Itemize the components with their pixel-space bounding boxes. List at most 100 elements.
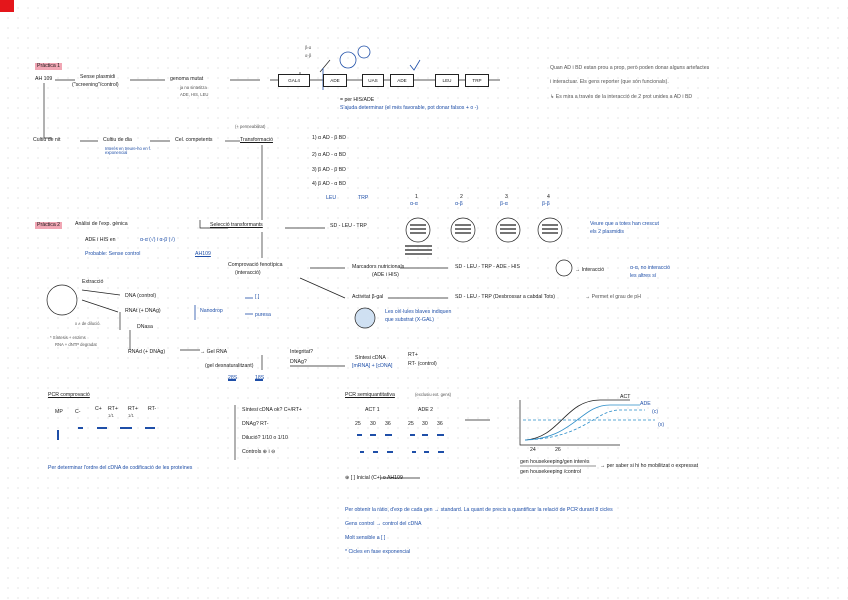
ade2-label: ADE 2	[418, 407, 433, 413]
cycle-30b: 30	[422, 421, 428, 427]
cycle-30: 30	[370, 421, 376, 427]
blaves-note: Les cèl·lules blaves indiquen	[385, 309, 452, 315]
practica-2-title: Pràctica 2	[35, 222, 63, 230]
per-his-note: = per HIS/ADE	[340, 97, 375, 103]
curve-x: (x)	[658, 422, 665, 428]
pcr-comprovacio: PCR comprovació	[48, 392, 90, 398]
act1-label: ACT 1	[365, 407, 380, 413]
band-18s: 18S	[255, 375, 265, 381]
cultiu-nit: Cultiu de nit	[33, 137, 61, 143]
lane-mp: MP	[55, 409, 63, 415]
lane-rtplus-2: RT+	[128, 406, 138, 412]
ade-his-en: ADE i HIS en	[85, 237, 116, 243]
band-28s: 28S	[228, 375, 238, 381]
cel-competents: Cel. competents	[175, 137, 213, 143]
lane-dil-2: 1/1	[128, 413, 134, 418]
ratio-denominator: gen housekeeping /control	[520, 469, 581, 475]
interaccio-arrow: → Interacció	[575, 267, 605, 273]
cycle-36b: 36	[437, 421, 443, 427]
determinar-note: S'ajuda determinar (el més favorable, po…	[340, 105, 479, 111]
curve-c: (c)	[652, 409, 659, 415]
plate-1-num: 1	[415, 194, 418, 200]
cicle-inicial: ⊕ [ ] Inicial (C+) o AH109	[345, 475, 403, 481]
combo-4: 4) β AD - α BD	[312, 181, 346, 187]
leu-box: LEU	[435, 74, 459, 87]
right-note-1: Quan AD i BD estan prou a prop, però pod…	[550, 65, 710, 71]
ade-box-2: ADE	[390, 74, 414, 87]
lane-rtminus: RT-	[148, 406, 157, 412]
xgal-note: que substrat (X-GAL)	[385, 317, 435, 323]
sintesi-cdna: Síntesi cDNA	[355, 355, 386, 361]
sd-xgal: SD - LEU - TRP (Desbrossar a cabdal Tots…	[455, 294, 556, 300]
ade-his-marc: (ADE i HIS)	[372, 272, 399, 278]
axis-26: 26	[555, 447, 561, 453]
rnad: RNAd (+ DNAg)	[128, 349, 166, 355]
axis-24: 24	[530, 447, 536, 453]
pcr-semiquant: PCR semiquantitativa	[345, 392, 395, 398]
combo-3: 3) β AD - β BD	[312, 167, 346, 173]
combo-1: 1) α AD - β BD	[312, 135, 346, 141]
gel-desnaturalitzant: (gel desnaturalitzant)	[205, 363, 254, 369]
plasmidis-note: els 2 plasmidis	[590, 229, 625, 235]
final-note-1: Per obtenir la ràtio, d'exp de cada gen …	[345, 507, 613, 513]
permeabilitat: (+ permeabilitat)	[235, 124, 266, 129]
cycle-36: 36	[385, 421, 391, 427]
dnasa: DNasa	[137, 324, 153, 330]
plate-3-num: 3	[505, 194, 508, 200]
sintesi-enzims: * Síntesis + enzims	[50, 335, 86, 340]
cdna-ok: Síntesi cDNA ok? C+/RT+	[242, 407, 302, 413]
screening-control: ("screening"/control)	[72, 82, 119, 88]
label-alpha-beta: α-β	[305, 53, 312, 58]
gel-rna: → Gel RNA	[200, 349, 228, 355]
sd-leu-trp: SD - LEU - TRP	[330, 223, 367, 229]
no-sintetitza: ja no sintetitza	[180, 85, 207, 90]
ade-his-combos: α-α (√) i α-β (√)	[140, 237, 175, 243]
concentracio: [ ]	[255, 294, 260, 300]
cultiu-dia-note: Interès en treure-ho en f. exponencial	[105, 146, 152, 156]
lane-rtplus-1: RT+	[108, 406, 118, 412]
leu-label: LEU	[442, 78, 452, 83]
plate-2-num: 2	[460, 194, 463, 200]
rt-minus: RT- (control)	[408, 361, 437, 367]
dilucio-q: Dilució? 1/10 o 1/10	[242, 435, 288, 441]
ah109-label: AH 109	[35, 76, 53, 82]
pcr-semiquant-note: (exclusiu ext. gens)	[415, 392, 452, 397]
gal4-box: GAL4	[278, 74, 310, 87]
rna-degradat: RNA + dNTP degradat	[55, 342, 97, 347]
ade-box-1: ADE	[323, 74, 347, 87]
dnag-rt: DNAg? RT-	[242, 421, 269, 427]
analisi-exp: Anàlisi de l'exp. gènica	[75, 221, 128, 227]
comprovacio-fenotipica: Comprovació fenotípica	[228, 262, 283, 268]
practica-1-title: Pràctica 1	[35, 63, 63, 71]
transformacio: Transformació	[240, 137, 273, 143]
seleccio-transformants: Selecció transformants	[210, 222, 263, 228]
final-note-4: * Cicles en fase exponencial	[345, 549, 411, 555]
lane-cminus: C-	[75, 409, 81, 415]
ade-his-leu: ADE, HIS, LEU	[180, 92, 209, 97]
uas-label: UAS	[368, 78, 378, 83]
activitat-bgal: Activitat β-gal	[352, 294, 384, 300]
curve-act: ACT	[620, 394, 631, 400]
cultiu-dia: Cultiu de dia	[103, 137, 132, 143]
lane-cplus: C+	[95, 406, 102, 412]
label-beta-alpha: β-α	[305, 45, 312, 50]
probable-note: Probable: Sense control	[85, 251, 141, 257]
aa-no-interaccio: α-α, no interacció	[630, 265, 671, 271]
dna-control: DNA (control)	[125, 293, 157, 299]
right-note-2: i interactuar. Els gens reporter (que só…	[550, 79, 669, 85]
plate-4-label: β-β	[542, 201, 550, 207]
xgal-result: → Permet el grau de pH	[585, 294, 641, 300]
ade-label-1: ADE	[330, 78, 340, 83]
trp-box: TRP	[465, 74, 489, 87]
extraccio: Extracció	[82, 279, 104, 285]
cycle-25b: 25	[408, 421, 414, 427]
trp-marker: TRP	[358, 195, 369, 201]
integritat: Integritat?	[290, 349, 314, 355]
gal4-label: GAL4	[288, 78, 300, 83]
corner-marker	[0, 0, 14, 12]
ade-label-2: ADE	[397, 78, 407, 83]
rt-plus: RT+	[408, 352, 418, 358]
ratio-numerator: gen housekeeping/gen interès	[520, 459, 590, 465]
sense-plasmidi: Sense plasmidi	[80, 74, 116, 80]
